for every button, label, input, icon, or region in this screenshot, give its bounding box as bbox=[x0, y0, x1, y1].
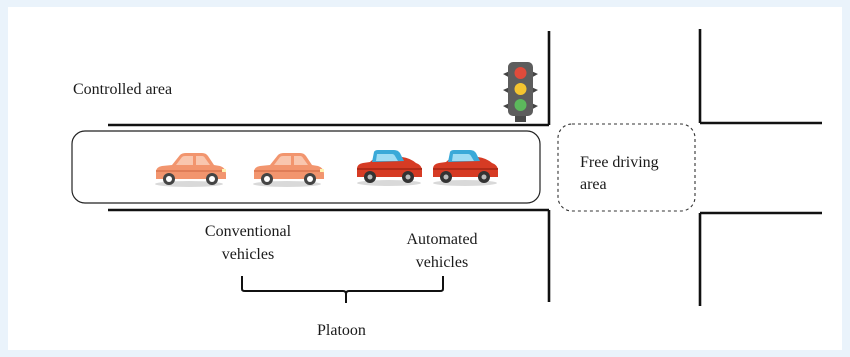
free-driving-area-box bbox=[557, 123, 696, 212]
green-light bbox=[514, 99, 527, 111]
conventional-vehicles-label: Conventional vehicles bbox=[188, 220, 308, 266]
automated-label-line2: vehicles bbox=[415, 254, 469, 271]
free-driving-label-line1: Free driving bbox=[580, 154, 659, 171]
platoon-label: Platoon bbox=[317, 322, 366, 339]
automated-vehicles-label: Automated vehicles bbox=[390, 228, 494, 274]
yellow-light bbox=[514, 83, 527, 95]
platoon-bracket bbox=[241, 276, 444, 303]
conventional-label-line1: Conventional bbox=[204, 223, 292, 240]
red-light bbox=[514, 67, 527, 79]
free-driving-label-line2: area bbox=[580, 176, 607, 193]
traffic-light-icon bbox=[503, 62, 538, 122]
conventional-label-line2: vehicles bbox=[221, 246, 275, 263]
automated-label-line1: Automated bbox=[406, 231, 478, 248]
free-driving-area-label: Free driving area bbox=[580, 152, 690, 196]
road-lines bbox=[108, 29, 822, 306]
controlled-area-label: Controlled area bbox=[73, 81, 173, 98]
